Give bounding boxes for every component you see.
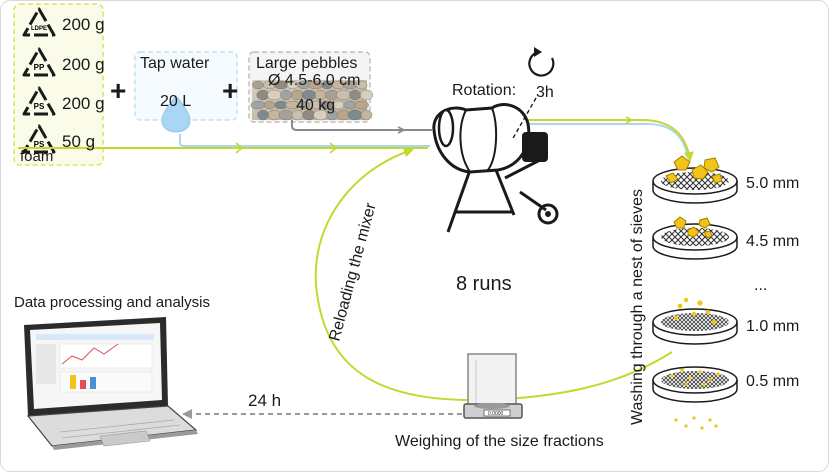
pebbles-flow-line: [291, 120, 432, 131]
sieve-label-4: 1.0 mm: [746, 318, 799, 335]
water-out-line: [528, 123, 689, 159]
plastics-box: [13, 3, 104, 166]
pp-recycle-icon: PP: [22, 47, 56, 77]
pebbles-mass: 40 kg: [296, 97, 335, 114]
weighing-label: Weighing of the size fractions: [395, 433, 604, 450]
plastics-out-arrow: [528, 119, 694, 162]
water-amount: 20 L: [160, 93, 191, 110]
pebbles-image: [250, 80, 374, 121]
ps-mass: 200 g: [62, 94, 105, 113]
laptop-icon: [24, 317, 198, 450]
recycle-symbols: LDPE PP PS PS: [22, 7, 56, 154]
sieve-label-1: 5.0 mm: [746, 175, 799, 192]
scale-display: 0.0000: [488, 411, 504, 417]
recycle-code: PP: [34, 63, 45, 72]
rotation-icon: [528, 47, 555, 77]
ldpe-mass: 200 g: [62, 15, 105, 34]
rotation-label: Rotation:: [452, 82, 516, 99]
sieve-label-5: 0.5 mm: [746, 373, 799, 390]
reload-label: Reloading the mixer: [326, 201, 379, 343]
sieve-4-5: [652, 216, 738, 260]
pp-mass: 200 g: [62, 55, 105, 74]
rotation-time: 3h: [536, 84, 554, 101]
water-title: Tap water: [140, 55, 210, 72]
plus-sign-1: +: [110, 75, 126, 106]
water-drop-icon: [161, 95, 191, 133]
ps-foam-recycle-icon: PS: [22, 124, 56, 154]
water-flow-line: [179, 134, 430, 147]
sieve-0-5: [652, 366, 738, 430]
sieve-label-2: 4.5 mm: [746, 233, 799, 250]
ps-recycle-icon: PS: [22, 86, 56, 116]
laptop-screen-content: [36, 334, 154, 393]
recycle-code: PS: [34, 140, 45, 149]
recycle-code: PS: [34, 102, 45, 111]
sieve-1-0: [652, 297, 738, 345]
foam-label: foam: [20, 148, 53, 165]
ldpe-recycle-icon: LDPE: [22, 7, 56, 37]
sieve-stack: [652, 155, 738, 430]
flow-arrowheads: [235, 126, 406, 154]
ps-foam-mass: 50 g: [62, 132, 95, 151]
pebbles-size: Ø 4.5-6.0 cm: [268, 72, 360, 89]
runs-count: 8 runs: [456, 273, 512, 295]
analytical-balance-icon: [463, 353, 523, 419]
sieve-label-3: ...: [754, 277, 767, 294]
sieve-5-0: [652, 155, 738, 204]
plus-sign-2: +: [222, 75, 238, 106]
analysis-label: Data processing and analysis: [14, 294, 210, 311]
washing-label: Washing through a nest of sieves: [629, 189, 646, 425]
concrete-mixer-icon: [432, 97, 559, 233]
recycle-code: LDPE: [31, 26, 47, 32]
reload-loop-arrow: [314, 147, 673, 402]
duration-label: 24 h: [248, 391, 281, 410]
pebbles-title: Large pebbles: [256, 55, 357, 72]
